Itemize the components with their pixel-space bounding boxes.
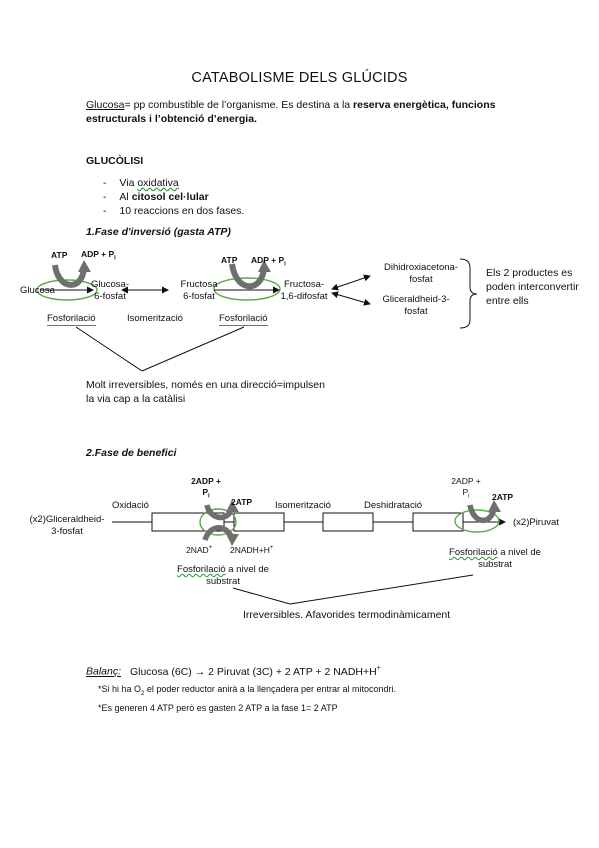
substrate-phosphorylation-2: Fosforilació a nivel de substrat	[449, 547, 541, 570]
nad-label: 2NAD+	[186, 544, 213, 555]
irrev-line-left	[75, 326, 143, 372]
gap-x2-label: (x2)Gliceraldheid-3-fosfat	[29, 514, 105, 537]
box-3	[322, 512, 374, 532]
nadh-label: 2NADH+H+	[230, 544, 274, 555]
arrow-f16-gap	[331, 291, 371, 306]
adp-label-2: ADP + Pi	[251, 255, 286, 268]
atp-curve-arrowhead-4	[488, 500, 501, 512]
atp-label-3: 2ATP	[231, 497, 253, 507]
intro-line-1: Glucosa= pp combustible de l’organisme. …	[86, 98, 495, 112]
nad-curve-arrowhead	[226, 534, 239, 546]
irreversible-note-2: Irreversibles. Afavorides termodinàmicam…	[243, 609, 451, 621]
right-brace	[459, 258, 478, 329]
balance-note-2: *Es generen 4 ATP però es gasten 2 ATP a…	[98, 703, 338, 713]
dehydration-label: Deshidratació	[364, 500, 423, 511]
phosphorylation-label-1: Fosforilació	[47, 313, 96, 326]
isomerization-label-2: Isomerització	[275, 500, 331, 511]
glycolysis-heading: GLUCÒLISI	[86, 155, 144, 167]
irrev-line-2-left	[232, 587, 291, 605]
bullet-keyword: oxidativa	[137, 177, 179, 189]
enzyme-ellipse-3	[199, 508, 237, 536]
enzyme-ellipse-1	[36, 279, 98, 301]
atp-curve-arrow-1	[52, 264, 87, 288]
intro-bold-1: reserva energètica, funcions	[353, 99, 496, 111]
bullet-text: Al	[119, 191, 132, 203]
bullet-text: 10 reaccions en dos fases.	[119, 205, 245, 217]
bullet-dash: -	[103, 205, 107, 217]
dhap-label: Dihidroxiacetona-fosfat	[384, 262, 458, 285]
balance-note-1: *Si hi ha O2 el poder reductor anirà a l…	[98, 684, 397, 697]
pyruvate-label: (x2)Piruvat	[513, 517, 559, 528]
gap-label: Gliceraldheid-3-fosfat	[382, 294, 450, 317]
bullet-keyword: citosol cel·lular	[131, 191, 209, 203]
bullet-dash: -	[103, 177, 107, 189]
atp-curve-arrowhead-3	[226, 500, 239, 512]
adp-label-1: ADP + Pi	[81, 249, 116, 262]
adp-label-4: 2ADP +Pi	[451, 476, 481, 500]
atp-curve-arrowhead-1	[78, 260, 91, 272]
nad-curve-arrow	[202, 525, 235, 542]
irrev-line-2-right	[289, 574, 474, 605]
glucosa-label: Glucosa	[20, 285, 55, 296]
atp-label-4: 2ATP	[492, 492, 514, 502]
atp-label-2: ATP	[221, 255, 238, 265]
phase2-heading: 2.Fase de benefici	[86, 447, 177, 459]
irrev-line-right	[141, 326, 245, 372]
atp-curve-arrowhead-2	[258, 260, 271, 272]
atp-curve-arrow-2	[229, 263, 267, 290]
g6p-label: Glucosa-6-fosfat	[90, 279, 129, 302]
enzyme-ellipse-2	[213, 277, 281, 301]
balance-line: Balanç: Glucosa (6C) → 2 Piruvat (3C) + …	[86, 665, 381, 678]
atp-label-1: ATP	[51, 250, 68, 260]
intro-line-2: estructurals i l’obtenció d’energia.	[86, 113, 257, 125]
balance-equation: Glucosa (6C) → 2 Piruvat (3C) + 2 ATP + …	[129, 665, 377, 678]
phosphorylation-label-2: Fosforilació	[219, 313, 268, 326]
bullet-2: - Al citosol cel·lular	[103, 190, 209, 204]
box-2	[233, 512, 285, 532]
phase1-heading: 1.Fase d'inversió (gasta ATP)	[86, 226, 231, 238]
adp-label-3: 2ADP +Pi	[191, 476, 221, 500]
balance-label: Balanç:	[86, 665, 122, 678]
bullet-3: - 10 reaccions en dos fases.	[103, 204, 244, 218]
f16-label: Fructosa-1,6-difosfat	[280, 279, 328, 302]
bullet-dash: -	[103, 191, 107, 203]
substrate-phosphorylation-1: Fosforilació a nivel de substrat	[177, 564, 269, 587]
bullet-text: Via	[119, 177, 138, 189]
page-title: CATABOLISME DELS GLÚCIDS	[191, 70, 408, 86]
enzyme-ellipse-4	[454, 509, 500, 533]
intro-text: = pp combustible de l’organisme. Es dest…	[124, 99, 354, 111]
glucosa-term: Glucosa	[86, 99, 125, 111]
isomerization-label: Isomerització	[127, 313, 183, 324]
arrow-f16-dhap	[331, 274, 371, 291]
irreversible-note-1: Molt irreversibles, només en una direcci…	[86, 379, 325, 405]
oxidation-label: Oxidació	[112, 500, 149, 511]
bullet-1: - Via oxidativa	[103, 176, 179, 190]
